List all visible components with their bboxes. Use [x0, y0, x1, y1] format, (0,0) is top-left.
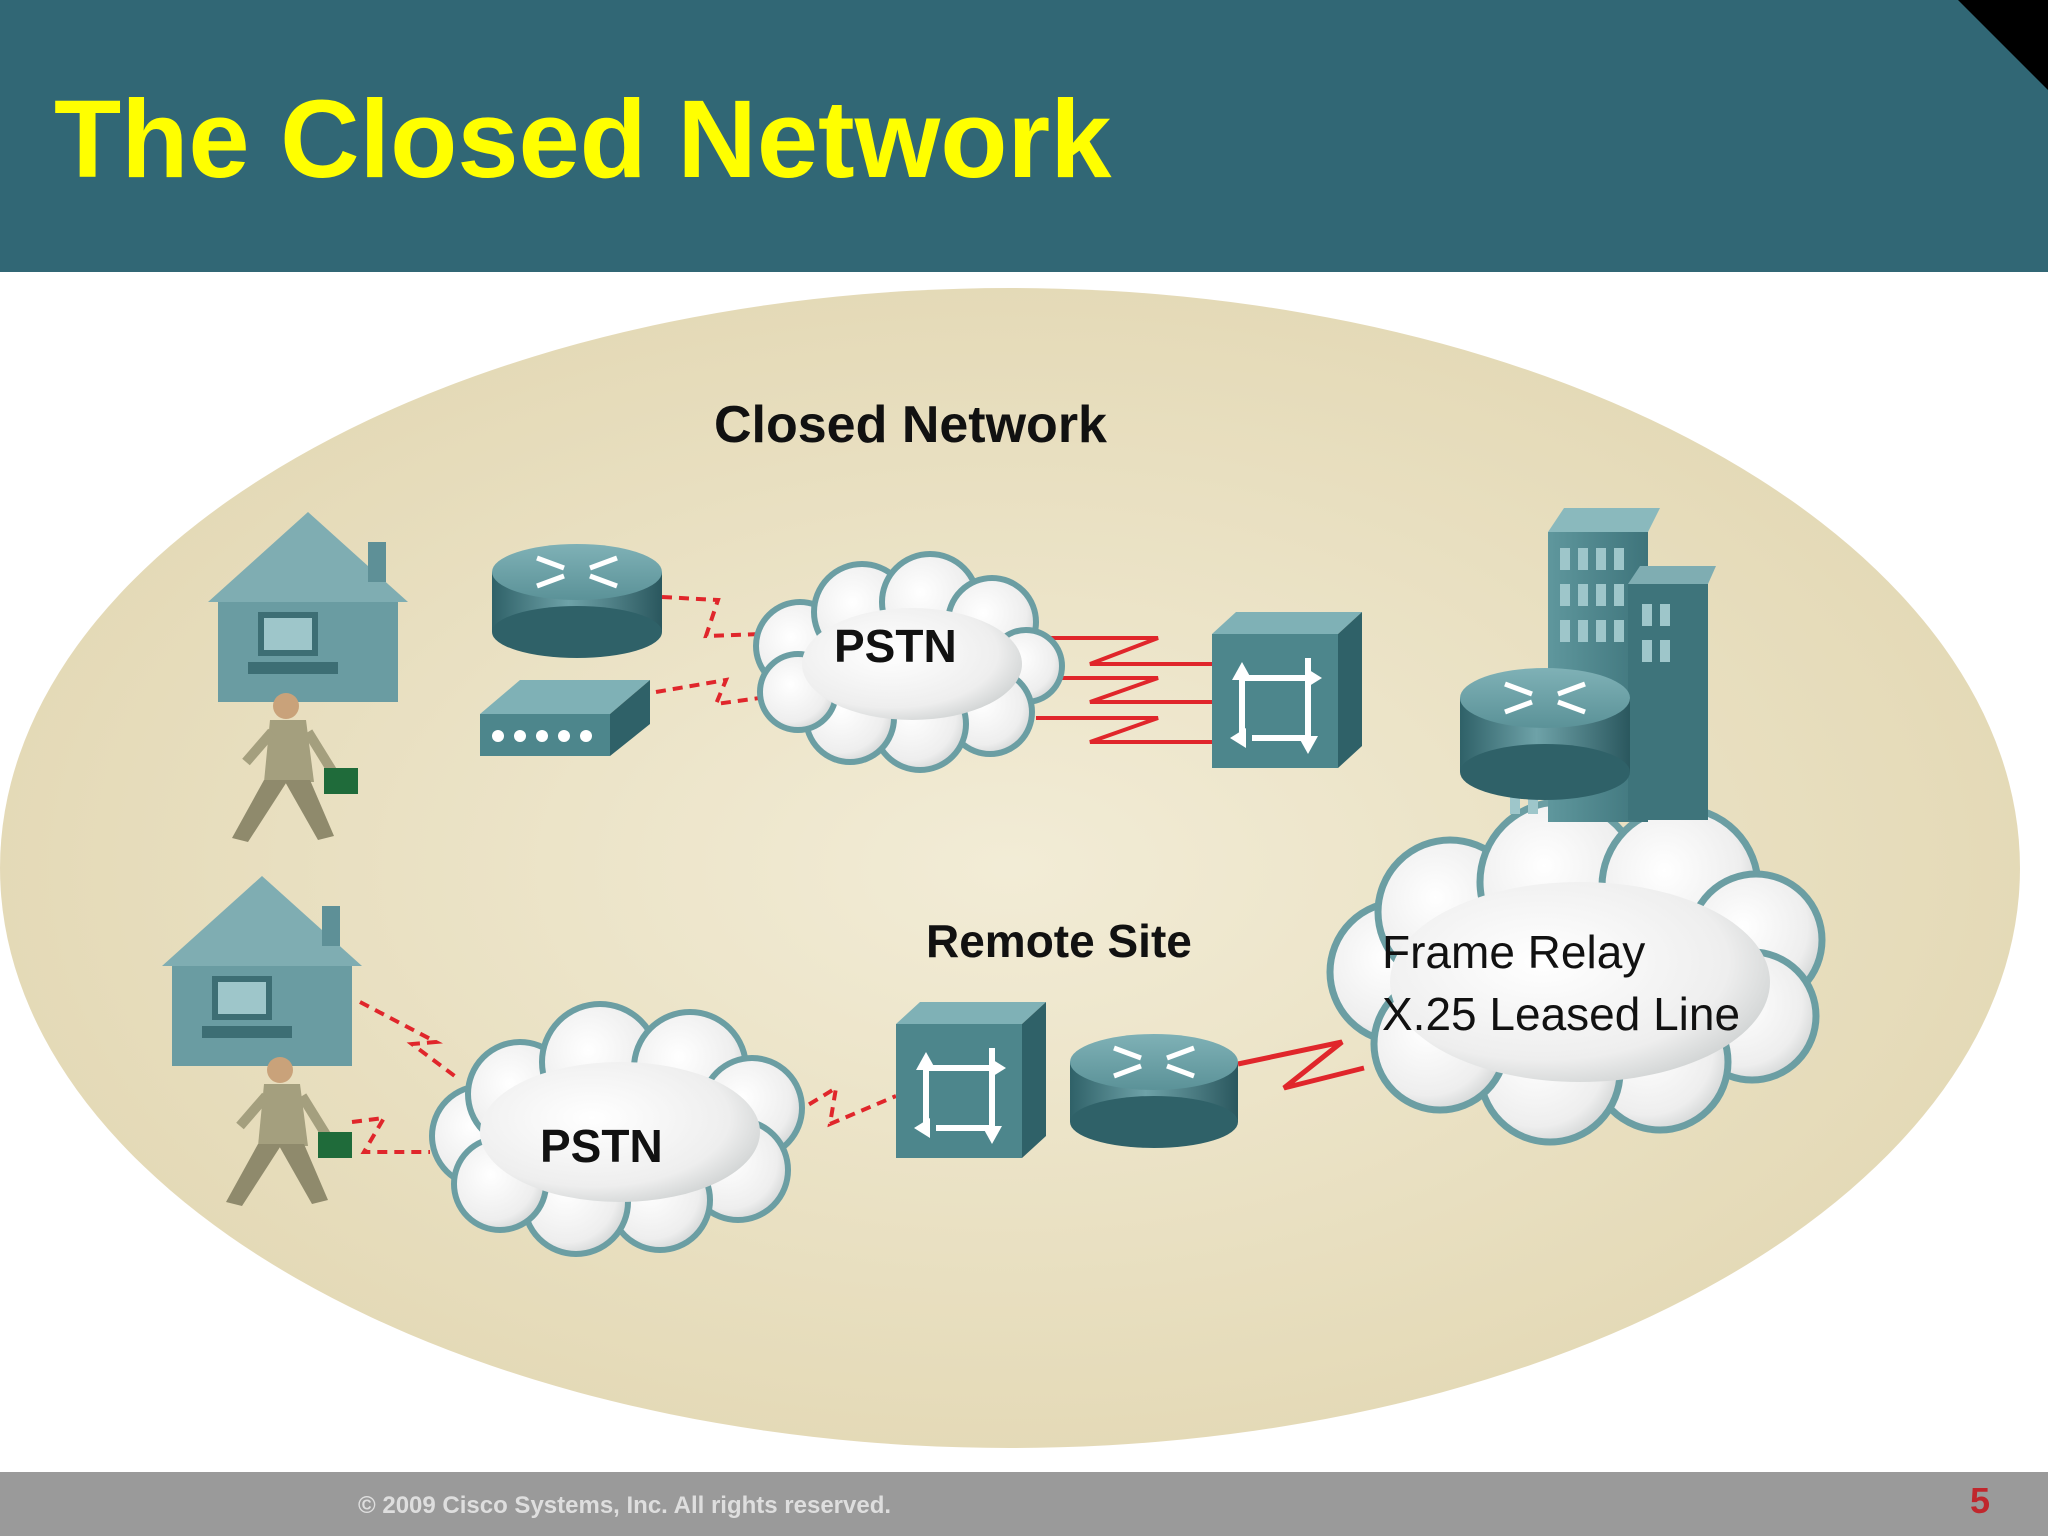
footer-bar: © 2009 Cisco Systems, Inc. All rights re…	[0, 1472, 2048, 1536]
home-icon	[208, 512, 408, 702]
frame-relay-line1: Frame Relay	[1382, 926, 1645, 978]
pstn-bottom-label: PSTN	[540, 1120, 663, 1172]
access-server-icon	[1212, 612, 1362, 768]
corner-fold	[1958, 0, 2048, 90]
frame-relay-label: Frame Relay X.25 Leased Line	[1382, 926, 1740, 1040]
remote-site-label: Remote Site	[926, 915, 1192, 967]
modem-icon	[480, 680, 650, 756]
mobile-user-icon	[226, 1057, 352, 1206]
dialup-link-traveler-bottom	[351, 1115, 430, 1154]
title-bar: The Closed Network	[0, 0, 2048, 272]
mobile-user-icon	[232, 693, 358, 842]
slide-title: The Closed Network	[54, 78, 1112, 201]
closed-network-diagram: Closed Network Remote Site PSTN PSTN	[0, 288, 2020, 1448]
frame-relay-line2: X.25 Leased Line	[1382, 988, 1740, 1040]
closed-network-heading: Closed Network	[714, 396, 1107, 454]
home-icon	[162, 876, 362, 1066]
dialup-link-remote	[778, 1084, 897, 1128]
access-server-icon	[896, 1002, 1046, 1158]
central-site-building-icon	[1460, 508, 1716, 822]
copyright-text: © 2009 Cisco Systems, Inc. All rights re…	[358, 1492, 892, 1519]
serial-link-frame-relay	[1237, 1039, 1365, 1091]
dialup-link-home-bottom	[359, 1000, 458, 1079]
router-icon	[1070, 1034, 1238, 1148]
router-icon	[492, 544, 662, 658]
page-number: 5	[1969, 1480, 1990, 1521]
pstn-top-label: PSTN	[834, 620, 957, 672]
serial-links-top	[1036, 636, 1212, 744]
dialup-link-modem	[655, 677, 775, 707]
pstn-cloud-top	[753, 551, 1065, 773]
pstn-cloud-bottom	[429, 1001, 805, 1257]
dialup-link-router	[661, 595, 761, 639]
